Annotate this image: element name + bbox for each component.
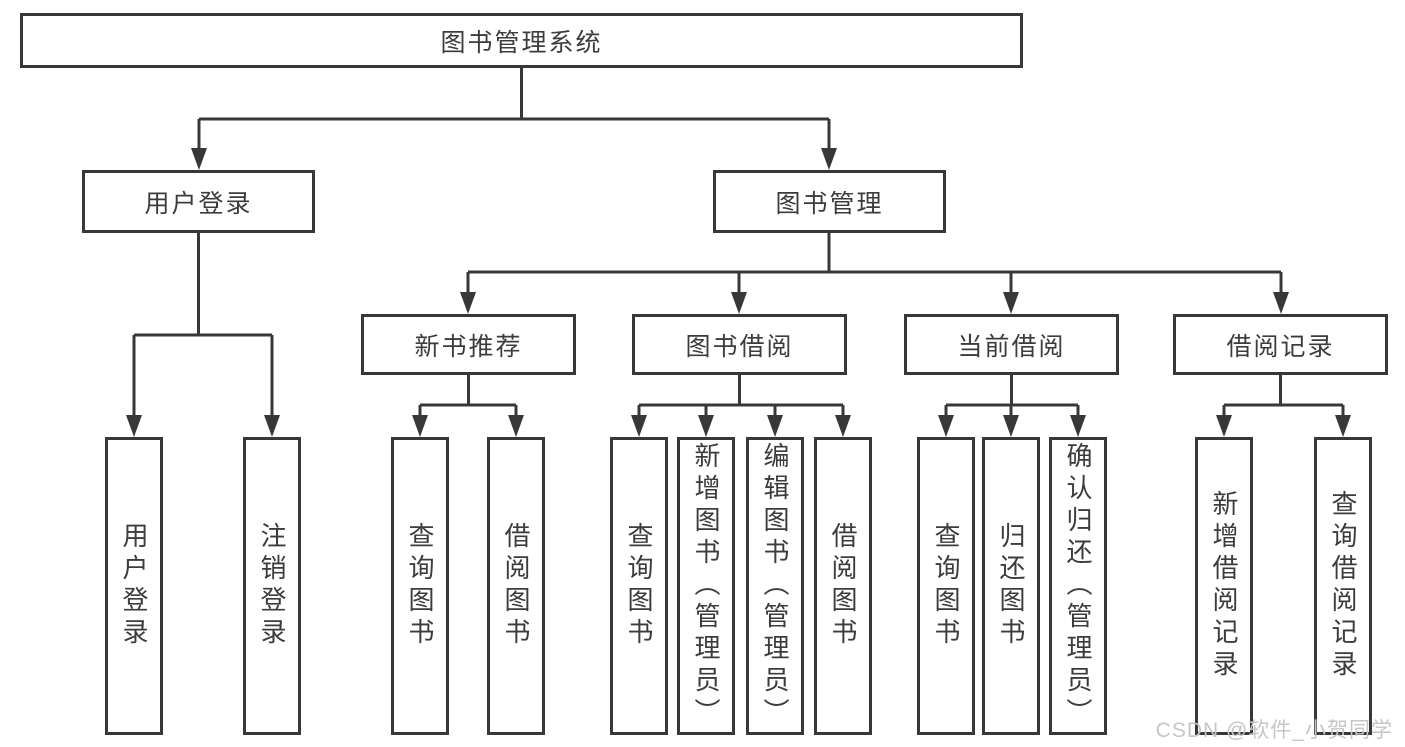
arrowhead-icon [1273, 292, 1289, 314]
leaf-label: 查询图书 [931, 522, 961, 650]
connector-book-borrow [631, 375, 851, 437]
leaf-label: 归还图书 [996, 522, 1026, 650]
node-current-borrow: 当前借阅 [904, 314, 1119, 375]
leaf-label: 借阅图书 [828, 522, 858, 650]
connector-user-login [126, 233, 280, 437]
node-book-borrow: 图书借阅 [632, 314, 847, 375]
arrowhead-icon [821, 148, 837, 170]
leaf-label: 查询图书 [405, 522, 435, 650]
leaf-label: 查询借阅记录 [1328, 490, 1358, 682]
arrowhead-icon [412, 415, 428, 437]
watermark-text: CSDN @软件_小贺同学 [1155, 719, 1393, 742]
leaf-current-borrow-2: 确认归还（管理员） [1049, 437, 1107, 735]
leaf-book-borrow-2: 编辑图书（管理员） [746, 437, 804, 735]
arrowhead-icon [767, 415, 783, 437]
connector-book-mgmt [460, 233, 1289, 314]
leaf-new-books-1: 借阅图书 [487, 437, 545, 735]
arrowhead-icon [1003, 292, 1019, 314]
connector-new-books [412, 375, 524, 437]
arrowhead-icon [698, 415, 714, 437]
node-root-label: 图书管理系统 [440, 28, 603, 57]
arrowhead-icon [191, 148, 207, 170]
leaf-label: 用户登录 [119, 522, 149, 650]
leaf-borrow-records-0: 新增借阅记录 [1195, 437, 1253, 735]
leaf-label: 查询图书 [624, 522, 654, 650]
leaf-borrow-records-1: 查询借阅记录 [1314, 437, 1372, 735]
arrowhead-icon [1003, 415, 1019, 437]
node-book-mgmt: 图书管理 [713, 170, 946, 233]
leaf-label: 注销登录 [257, 522, 287, 650]
arrowhead-icon [460, 292, 476, 314]
leaf-book-borrow-0: 查询图书 [610, 437, 668, 735]
node-borrow-records: 借阅记录 [1173, 314, 1388, 375]
arrowhead-icon [508, 415, 524, 437]
leaf-user-login-1: 注销登录 [243, 437, 301, 735]
leaf-label: 新增借阅记录 [1209, 490, 1239, 682]
leaf-new-books-0: 查询图书 [391, 437, 449, 735]
node-book-borrow-label: 图书借阅 [685, 332, 794, 361]
arrowhead-icon [1070, 415, 1086, 437]
connector-current-borrow [938, 375, 1086, 437]
leaf-current-borrow-0: 查询图书 [917, 437, 975, 735]
leaf-label: 确认归还（管理员） [1063, 442, 1093, 730]
arrowhead-icon [731, 292, 747, 314]
arrowhead-icon [126, 415, 142, 437]
node-book-mgmt-label: 图书管理 [775, 189, 884, 218]
leaf-book-borrow-3: 借阅图书 [814, 437, 872, 735]
leaf-book-borrow-1: 新增图书（管理员） [677, 437, 735, 735]
connector-borrow-records [1216, 375, 1351, 437]
node-new-books-label: 新书推荐 [414, 332, 523, 361]
leaf-label: 借阅图书 [501, 522, 531, 650]
node-new-books: 新书推荐 [361, 314, 576, 375]
arrowhead-icon [938, 415, 954, 437]
node-root: 图书管理系统 [20, 13, 1023, 68]
arrowhead-icon [1335, 415, 1351, 437]
node-current-borrow-label: 当前借阅 [957, 332, 1066, 361]
arrowhead-icon [264, 415, 280, 437]
node-user-login: 用户登录 [82, 170, 315, 233]
connector-root [191, 68, 837, 170]
arrowhead-icon [631, 415, 647, 437]
leaf-user-login-0: 用户登录 [105, 437, 163, 735]
arrowhead-icon [835, 415, 851, 437]
leaf-label: 编辑图书（管理员） [760, 442, 790, 730]
node-user-login-label: 用户登录 [144, 189, 253, 218]
arrowhead-icon [1216, 415, 1232, 437]
leaf-label: 新增图书（管理员） [691, 442, 721, 730]
leaf-current-borrow-1: 归还图书 [982, 437, 1040, 735]
node-borrow-records-label: 借阅记录 [1226, 332, 1335, 361]
